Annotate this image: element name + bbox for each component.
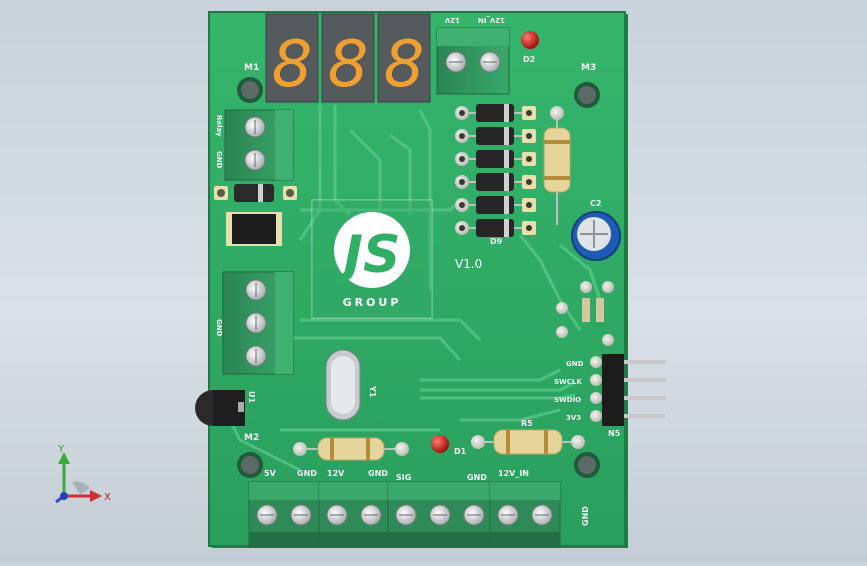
terminal-blocks-bottom	[248, 481, 561, 547]
transistor-u1	[195, 390, 245, 426]
led-d1	[431, 435, 449, 453]
silk-outline	[311, 199, 433, 319]
label-relay: Relay	[215, 115, 223, 137]
label-y1: Y1	[368, 385, 377, 398]
bottom-label-gnd-1: GND	[297, 469, 317, 478]
diode	[455, 150, 536, 168]
bottom-label-gnd-2: GND	[368, 469, 388, 478]
axis-label-x: X	[104, 492, 111, 503]
logo-subtext: GROUP	[343, 296, 402, 309]
label-d1: D1	[454, 447, 467, 456]
bottom-label-gnd-3: GND	[467, 473, 487, 482]
label-m2: M2	[244, 433, 259, 443]
label-top-12v: 12V	[444, 16, 460, 24]
diode	[455, 196, 536, 214]
diode	[455, 219, 536, 237]
label-u1: U1	[247, 391, 256, 403]
ic-chip	[226, 212, 282, 246]
terminal-block	[387, 481, 493, 547]
diode	[455, 173, 536, 191]
diode-array	[455, 104, 536, 237]
mounting-holes	[237, 77, 600, 478]
board-version: V1.0	[455, 257, 482, 271]
display-digit-3: 8	[384, 28, 425, 102]
copper-traces	[228, 105, 602, 472]
bottom-label-5v: 5V	[264, 469, 277, 478]
label-d2: D2	[523, 55, 535, 64]
diode	[455, 127, 536, 145]
label-m3: M3	[581, 63, 596, 73]
label-r5: R5	[521, 419, 533, 428]
pin-header-swd	[590, 354, 666, 426]
js-group-logo: JS GROUP	[334, 212, 410, 309]
label-d9: D9	[490, 237, 503, 246]
crystal-y1	[325, 349, 361, 421]
label-n5: N5	[608, 429, 621, 438]
xyz-triad-icon	[55, 452, 102, 504]
display-digit-1: 8	[272, 28, 313, 102]
label-power-gnd: GND	[215, 319, 223, 337]
smd-components	[556, 281, 614, 346]
label-relay-gnd: GND	[215, 151, 223, 169]
resistor-vertical	[543, 106, 571, 225]
header-pin-3v3: 3V3	[566, 414, 581, 422]
terminal-block-power	[222, 271, 294, 375]
display-digit-2: 8	[328, 28, 369, 102]
terminal-block	[248, 481, 320, 547]
label-c2: C2	[590, 199, 601, 208]
label-m1: M1	[244, 63, 259, 73]
label-top-12v-in: 12V_IN	[478, 16, 505, 24]
bottom-label-12v: 12V	[327, 469, 345, 478]
resistor-bottom-left	[293, 437, 409, 461]
bottom-label-12v-in: 12V_IN	[498, 469, 529, 478]
seven-segment-display: 8 8 8	[265, 13, 431, 103]
bottom-label-sig: SIG	[396, 473, 411, 482]
header-pin-swclk: SWCLK	[554, 378, 582, 386]
axis-label-y: Y	[57, 444, 65, 455]
header-pin-swdio: SWDIO	[554, 396, 581, 404]
terminal-block	[318, 481, 390, 547]
terminal-block	[489, 481, 561, 547]
terminal-block-relay	[224, 109, 294, 181]
diode-relay	[214, 184, 297, 202]
resistor-r5	[471, 429, 585, 455]
led-d2	[521, 31, 539, 49]
diode	[455, 104, 536, 122]
logo-text: JS	[335, 225, 401, 285]
terminal-block-top	[436, 27, 510, 95]
header-pin-gnd: GND	[566, 360, 584, 368]
capacitor-c2	[571, 211, 621, 261]
bottom-label-gnd-right: GND	[581, 506, 590, 526]
